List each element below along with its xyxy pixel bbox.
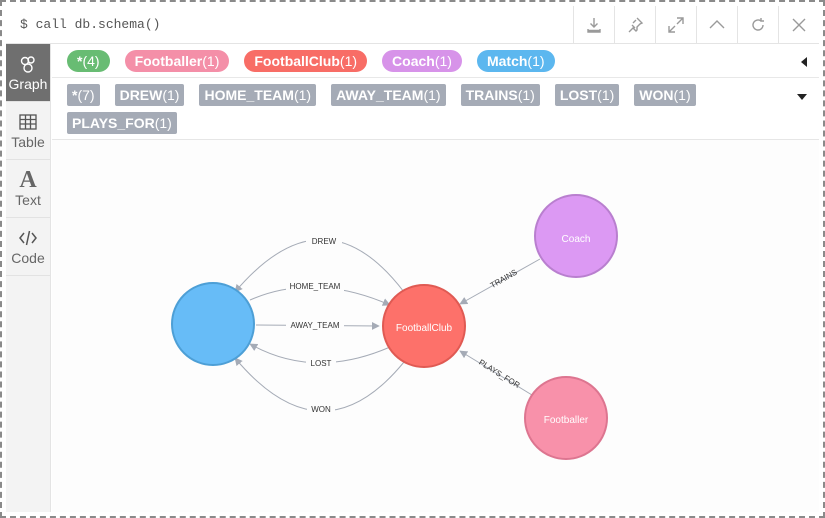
relationship-tag-name: TRAINS — [465, 87, 518, 103]
frame-toolbar — [573, 6, 819, 44]
sidebar-item-label: Table — [11, 133, 45, 150]
relationship-tag-name: LOST — [559, 87, 598, 103]
sidebar-item-text[interactable]: A Text — [6, 160, 50, 218]
relationship-tag[interactable]: WON(1) — [634, 84, 696, 106]
fullscreen-icon — [668, 17, 684, 33]
label-pill-name: Coach — [392, 53, 435, 69]
node-caption-footballclub: FootballClub — [396, 323, 453, 334]
graph-legend: *(4)Footballer(1)FootballClub(1)Coach(1)… — [52, 44, 819, 140]
rel-label-won: WON — [311, 405, 331, 414]
rel-label-lost: LOST — [311, 359, 332, 368]
relationship-tag[interactable]: PLAYS_FOR(1) — [67, 112, 177, 134]
node-match[interactable] — [171, 282, 255, 366]
label-pill-count: (4) — [82, 53, 100, 69]
label-pill[interactable]: *(4) — [67, 50, 110, 72]
relationship-tag-name: PLAYS_FOR — [72, 115, 155, 131]
sidebar-item-table[interactable]: Table — [6, 102, 50, 160]
label-pill-name: Match — [486, 53, 528, 69]
relationship-tag-count: (1) — [423, 87, 441, 103]
relationship-tag-name: AWAY_TEAM — [336, 87, 424, 103]
graph-canvas[interactable]: DREW HOME_TEAM AWAY_TEAM LOST WON TRAINS… — [52, 144, 819, 512]
relationship-tag[interactable]: DREW(1) — [114, 84, 185, 106]
node-caption-coach: Coach — [562, 234, 591, 245]
relationship-tag[interactable]: LOST(1) — [554, 84, 620, 106]
rel-label-home-team: HOME_TEAM — [290, 282, 341, 291]
relationship-tag-count: (1) — [293, 87, 312, 103]
pin-icon — [628, 17, 644, 33]
node-coach[interactable] — [534, 194, 618, 278]
close-icon — [792, 18, 806, 32]
relationship-tag-count: (1) — [673, 87, 691, 103]
label-pill-count: (1) — [339, 53, 358, 69]
label-pill-count: (1) — [527, 53, 545, 69]
node-caption-footballer: Footballer — [544, 415, 589, 426]
rel-label-trains: TRAINS — [489, 268, 519, 290]
label-pill-name: Footballer — [134, 53, 203, 69]
node-footballclub[interactable] — [382, 284, 466, 368]
sidebar-item-code[interactable]: Code — [6, 218, 50, 276]
view-sidebar: Graph Table A Text Code — [6, 44, 51, 512]
label-pill[interactable]: Footballer(1) — [124, 50, 230, 72]
sidebar-item-label: Code — [11, 249, 45, 266]
relationship-tag-name: DREW — [119, 87, 163, 103]
expand-legend-icon[interactable] — [797, 94, 807, 100]
command-text[interactable]: $ call db.schema() — [20, 17, 161, 32]
close-button[interactable] — [778, 6, 819, 44]
sidebar-item-label: Graph — [8, 75, 48, 92]
relationship-types-row: *(7)DREW(1)HOME_TEAM(1)AWAY_TEAM(1)TRAIN… — [52, 78, 819, 139]
collapse-icon — [709, 20, 725, 29]
export-button[interactable] — [573, 6, 614, 44]
rel-label-plays-for: PLAYS_FOR — [477, 358, 521, 390]
relationship-tag-count: (1) — [162, 87, 180, 103]
frame-titlebar: $ call db.schema() — [6, 6, 819, 44]
node-footballer[interactable] — [524, 376, 608, 460]
sidebar-item-label: Text — [15, 192, 41, 208]
relationship-tag[interactable]: *(7) — [67, 84, 100, 106]
label-pill-name: FootballClub — [254, 53, 340, 69]
rel-label-away-team: AWAY_TEAM — [290, 321, 339, 330]
rel-label-drew: DREW — [312, 237, 337, 246]
collapse-button[interactable] — [696, 6, 737, 44]
label-pill-count: (1) — [434, 53, 452, 69]
text-icon: A — [19, 167, 37, 193]
rerun-icon — [752, 18, 764, 31]
relationship-tag[interactable]: TRAINS(1) — [460, 84, 540, 106]
graph-icon — [20, 55, 35, 73]
sidebar-item-graph[interactable]: Graph — [6, 44, 50, 102]
relationship-tag[interactable]: HOME_TEAM(1) — [199, 84, 317, 106]
rerun-button[interactable] — [737, 6, 778, 44]
relationship-tag[interactable]: AWAY_TEAM(1) — [331, 84, 446, 106]
relationship-tag-count: (7) — [77, 87, 95, 103]
code-icon — [19, 230, 37, 245]
label-pill-count: (1) — [202, 53, 220, 69]
label-pill[interactable]: Coach(1) — [382, 50, 462, 72]
pin-button[interactable] — [614, 6, 655, 44]
label-pill[interactable]: FootballClub(1) — [244, 50, 368, 72]
relationship-tag-name: WON — [639, 87, 674, 103]
relationship-tag-count: (1) — [154, 115, 172, 131]
relationship-tag-count: (1) — [517, 87, 535, 103]
graph-view: *(4)Footballer(1)FootballClub(1)Coach(1)… — [52, 44, 819, 512]
collapse-legend-icon[interactable] — [801, 57, 807, 67]
relationship-tag-count: (1) — [597, 87, 615, 103]
label-pill-name: * — [77, 53, 83, 69]
label-pill[interactable]: Match(1) — [476, 50, 555, 72]
rel-plays-for[interactable] — [459, 350, 533, 396]
node-labels-row: *(4)Footballer(1)FootballClub(1)Coach(1)… — [52, 44, 819, 78]
relationship-tag-name: * — [72, 87, 78, 103]
table-icon — [19, 113, 37, 130]
fullscreen-button[interactable] — [655, 6, 696, 44]
export-icon — [587, 18, 601, 33]
rel-trains[interactable] — [459, 258, 541, 305]
relationship-tag-name: HOME_TEAM — [204, 87, 294, 103]
